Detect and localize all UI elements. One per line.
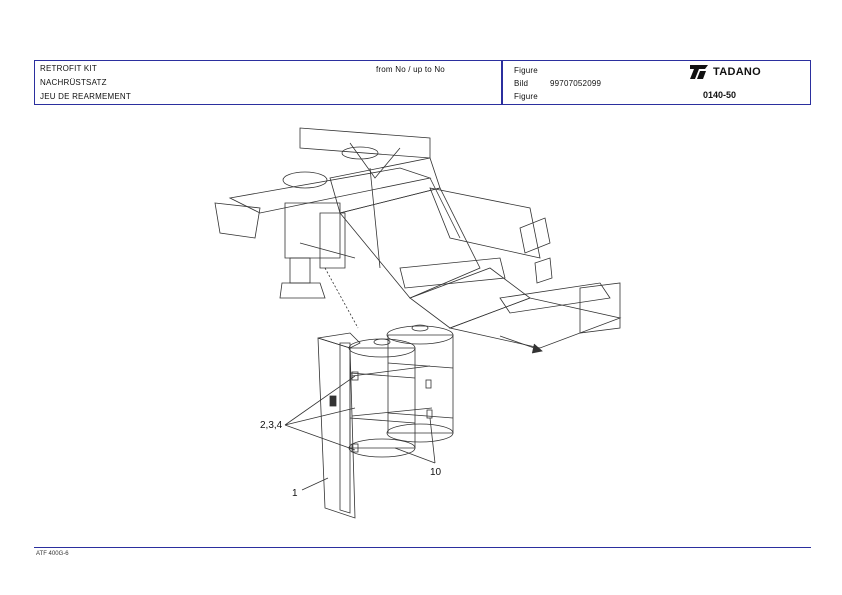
title-en: RETROFIT KIT (40, 64, 97, 73)
suspension-mount (279, 202, 356, 299)
bild-label: Bild (514, 79, 529, 88)
callout-1: 1 (292, 488, 298, 499)
footer-rule (34, 547, 811, 548)
callout-2-3-4: 2,3,4 (260, 420, 283, 431)
air-tanks (348, 324, 454, 458)
mounting-bracket (317, 332, 361, 519)
title-de: NACHRÜSTSATZ (40, 78, 107, 87)
brand-name: TADANO (713, 66, 762, 78)
footer-code: ATF 400G-6 (36, 551, 69, 557)
callout-leaders (284, 375, 436, 491)
serial-range: from No / up to No (376, 65, 445, 74)
bild-number: 99707052099 (550, 79, 602, 88)
figure-number: 0140-50 (703, 90, 737, 100)
header-divider (501, 61, 503, 104)
figure-label-1: Figure (514, 66, 538, 75)
tank-clamps (351, 371, 433, 453)
tadano-logo-icon (690, 65, 708, 79)
direction-arrow (499, 335, 543, 354)
chassis-frame (214, 127, 622, 349)
brand-logo: TADANO (690, 65, 761, 79)
callout-10: 10 (430, 467, 442, 478)
figure-label-2: Figure (514, 92, 538, 101)
technical-drawing (214, 127, 622, 519)
title-fr: JEU DE REARMEMENT (40, 92, 131, 101)
leader-line (324, 267, 359, 329)
title-block: RETROFIT KIT NACHRÜSTSATZ JEU DE REARMEM… (34, 60, 811, 105)
